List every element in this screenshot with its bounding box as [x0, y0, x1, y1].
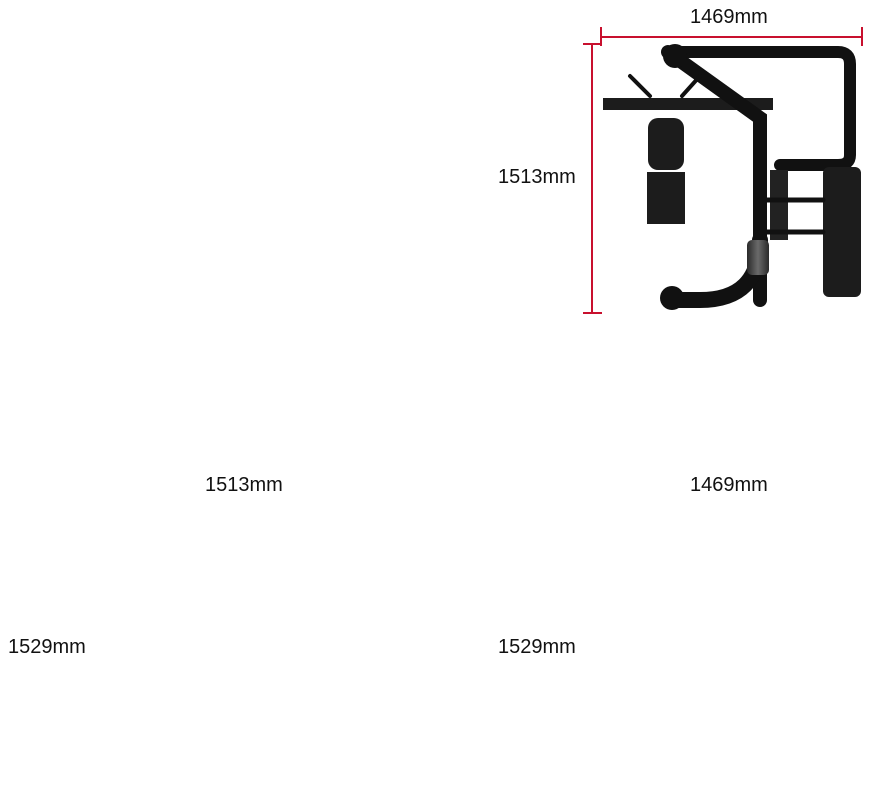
front-height-label: 1529mm [8, 636, 86, 658]
front-width-label: 1513mm [205, 474, 283, 496]
top-view [583, 27, 863, 314]
top-machine [603, 44, 861, 310]
brand-logo: INSIGHT [278, 521, 315, 531]
top-width-label: 1469mm [690, 6, 768, 28]
side-height-label: 1529mm [498, 636, 576, 658]
top-height-label: 1513mm [498, 166, 576, 188]
side-width-label: 1469mm [690, 474, 768, 496]
top-height-dimension [583, 43, 602, 314]
top-width-dimension [600, 27, 863, 46]
